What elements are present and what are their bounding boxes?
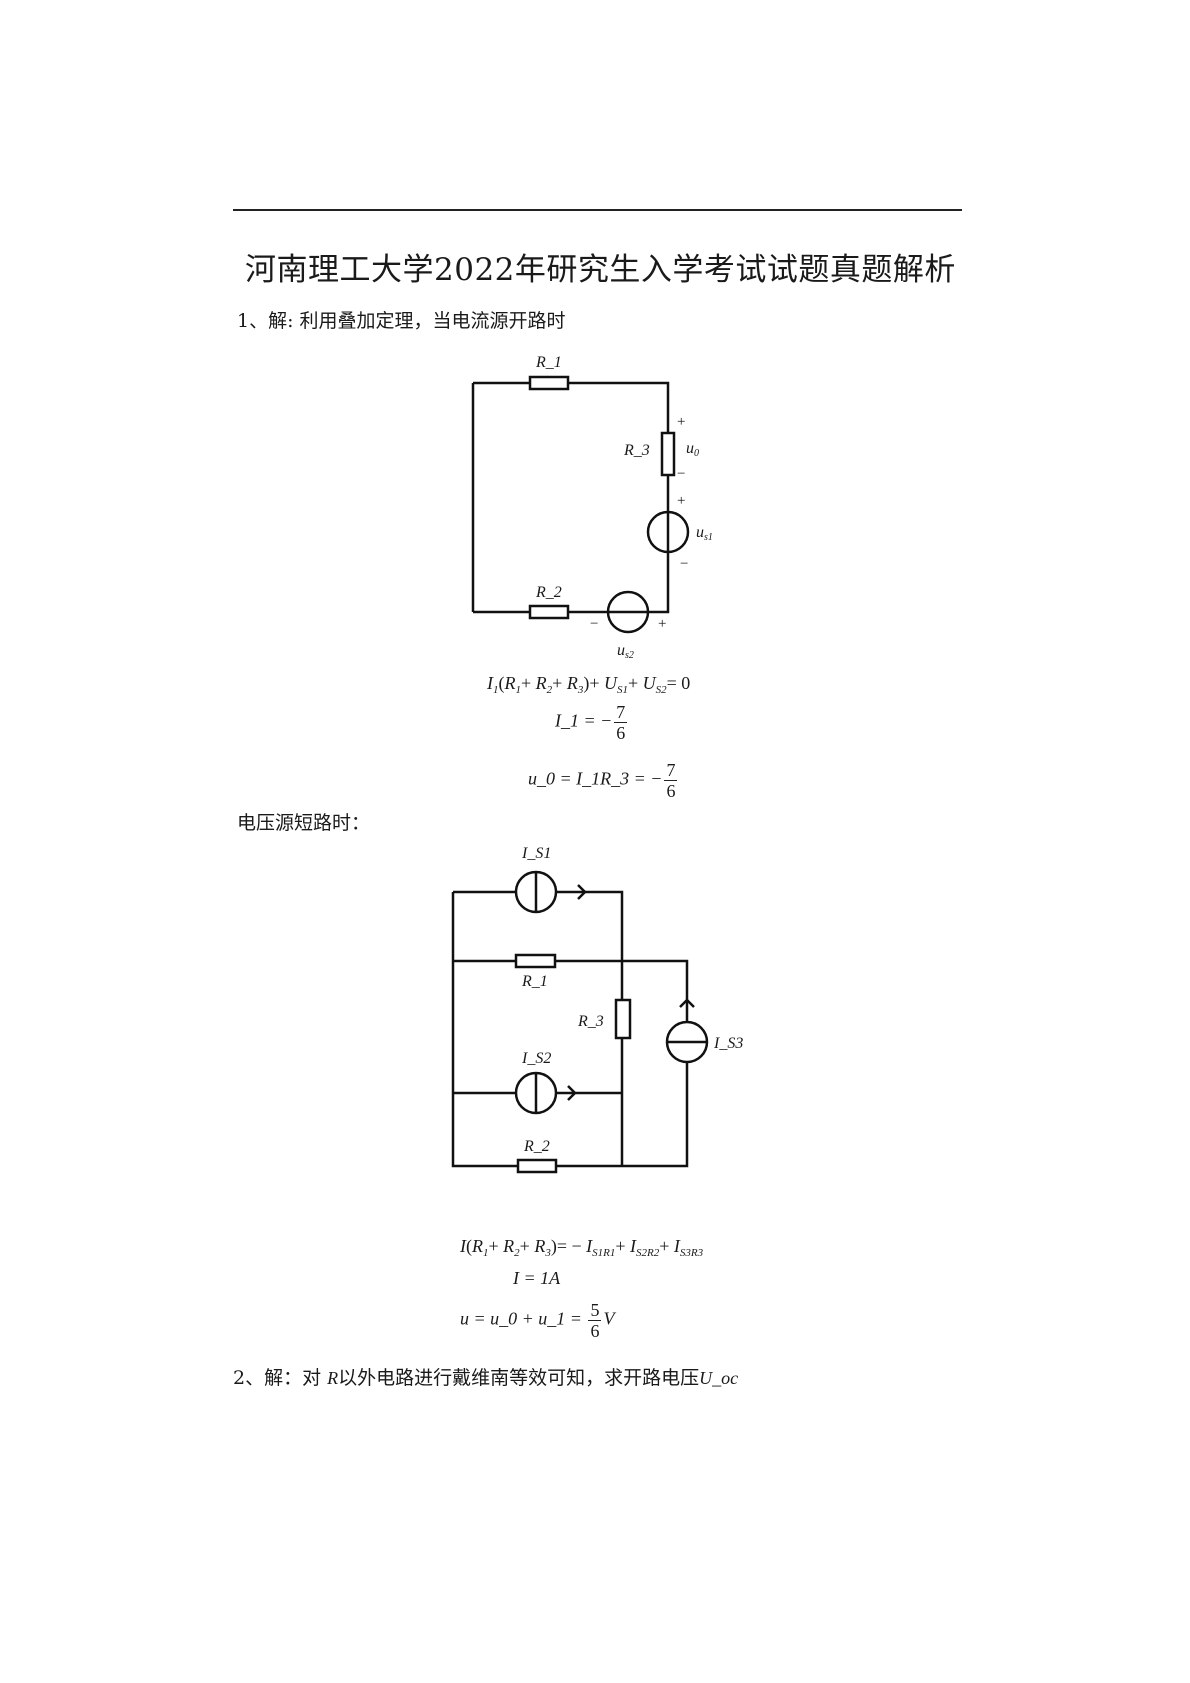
arrow-right-icon [567, 1085, 577, 1101]
circuit-2-wires [451, 892, 689, 1168]
equation-superposition: I(R1+ R2+ R3)= − IS1R1+ IS2R2+ IS3R3 [460, 1236, 704, 1259]
resistor-r3 [614, 998, 632, 1040]
minus-sign: − [590, 616, 599, 632]
label-r3: R_3 [578, 1013, 604, 1030]
unit: V [603, 1308, 615, 1329]
label-is3: I_S3 [714, 1035, 744, 1052]
equation-current: I = 1A [513, 1268, 561, 1288]
equation-lhs: u_0 = I_1R_3 = − [528, 768, 663, 789]
resistor-r1 [528, 375, 570, 391]
plus-sign: + [658, 616, 667, 632]
resistor-r3 [660, 431, 676, 477]
q2-var-r: R [327, 1368, 339, 1388]
label-r3: R_3 [624, 442, 650, 459]
label-r2: R_2 [524, 1138, 550, 1155]
label-us2: us2 [617, 642, 634, 661]
q1-intro: 1、解: 利用叠加定理，当电流源开路时 [237, 310, 566, 332]
equation-lhs: I_1 = − [555, 710, 613, 731]
label-is1: I_S1 [522, 845, 552, 862]
plus-sign: + [677, 414, 686, 430]
label-r2: R_2 [536, 584, 562, 601]
resistor-r2 [528, 604, 570, 620]
minus-sign: − [677, 466, 686, 482]
denominator: 6 [616, 723, 626, 743]
case-voltage-short: 电压源短路时： [237, 812, 371, 834]
label-is2: I_S2 [522, 1050, 552, 1067]
resistor-r1 [514, 953, 557, 969]
q2-intro-b: 以外电路进行戴维南等效可知，求开路电压 [338, 1367, 700, 1389]
q2-intro: 2、解：对 R以外电路进行戴维南等效可知，求开路电压U_oc [233, 1363, 738, 1390]
equation-kvl: I1(R1+ R2+ R3)+ US1+ US2= 0 [487, 673, 691, 696]
numerator: 7 [664, 760, 678, 781]
resistor-r2 [516, 1158, 558, 1174]
arrow-up-icon [679, 998, 695, 1008]
denominator: 6 [666, 781, 676, 801]
denominator: 6 [590, 1321, 600, 1341]
label-us1: us1 [696, 524, 713, 543]
label-u0: u0 [686, 440, 699, 459]
plus-sign: + [677, 493, 686, 509]
label-r1: R_1 [522, 973, 548, 990]
minus-sign: − [680, 556, 689, 572]
page-title: 河南理工大学2022年研究生入学考试试题真题解析 [245, 252, 956, 288]
numerator: 7 [614, 702, 628, 723]
label-r1: R_1 [536, 354, 562, 371]
arrow-right-icon [577, 884, 587, 900]
header-rule [233, 209, 962, 211]
q2-var-uoc: U_oc [699, 1368, 739, 1388]
circuit-2-diagram [451, 870, 709, 1174]
numerator: 5 [588, 1300, 602, 1321]
q2-intro-a: 2、解：对 [233, 1367, 322, 1389]
equation-lhs: u = u_0 + u_1 = [460, 1308, 587, 1329]
circuit-1-wires [473, 381, 670, 614]
